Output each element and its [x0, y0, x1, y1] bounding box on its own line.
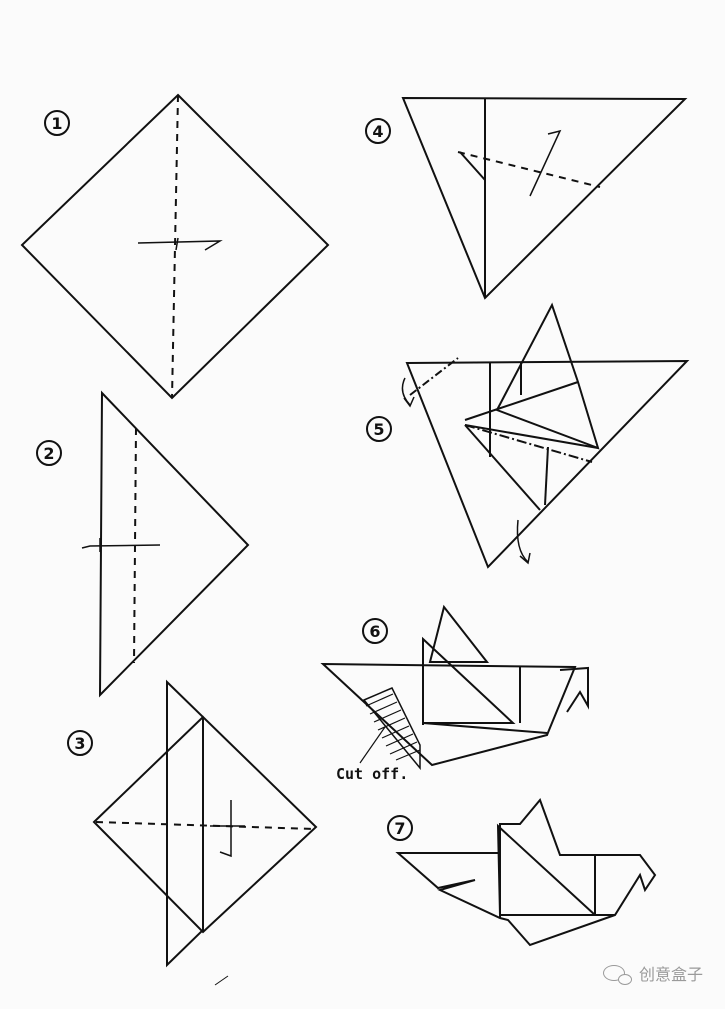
cut-off-label: Cut off. [336, 765, 409, 783]
step-1-diagram [20, 93, 330, 400]
step-6-number: 6 [362, 618, 388, 644]
step-1-number: 1 [44, 110, 70, 136]
watermark: 创意盒子 [602, 961, 703, 985]
step-2-diagram [81, 390, 250, 698]
step-3-number: 3 [67, 730, 93, 756]
step-5-diagram [401, 302, 690, 569]
step-2-number: 2 [36, 440, 62, 466]
wechat-icon [602, 965, 632, 985]
stray-mark [214, 975, 229, 986]
step-7-diagram [395, 798, 657, 947]
step-7-number: 7 [387, 815, 413, 841]
step-3-diagram [92, 679, 318, 968]
step-4-number: 4 [365, 118, 391, 144]
step-4-diagram [401, 96, 688, 300]
step-6-diagram [320, 604, 589, 771]
watermark-text: 创意盒子 [638, 965, 703, 984]
step-5-number: 5 [366, 416, 392, 442]
